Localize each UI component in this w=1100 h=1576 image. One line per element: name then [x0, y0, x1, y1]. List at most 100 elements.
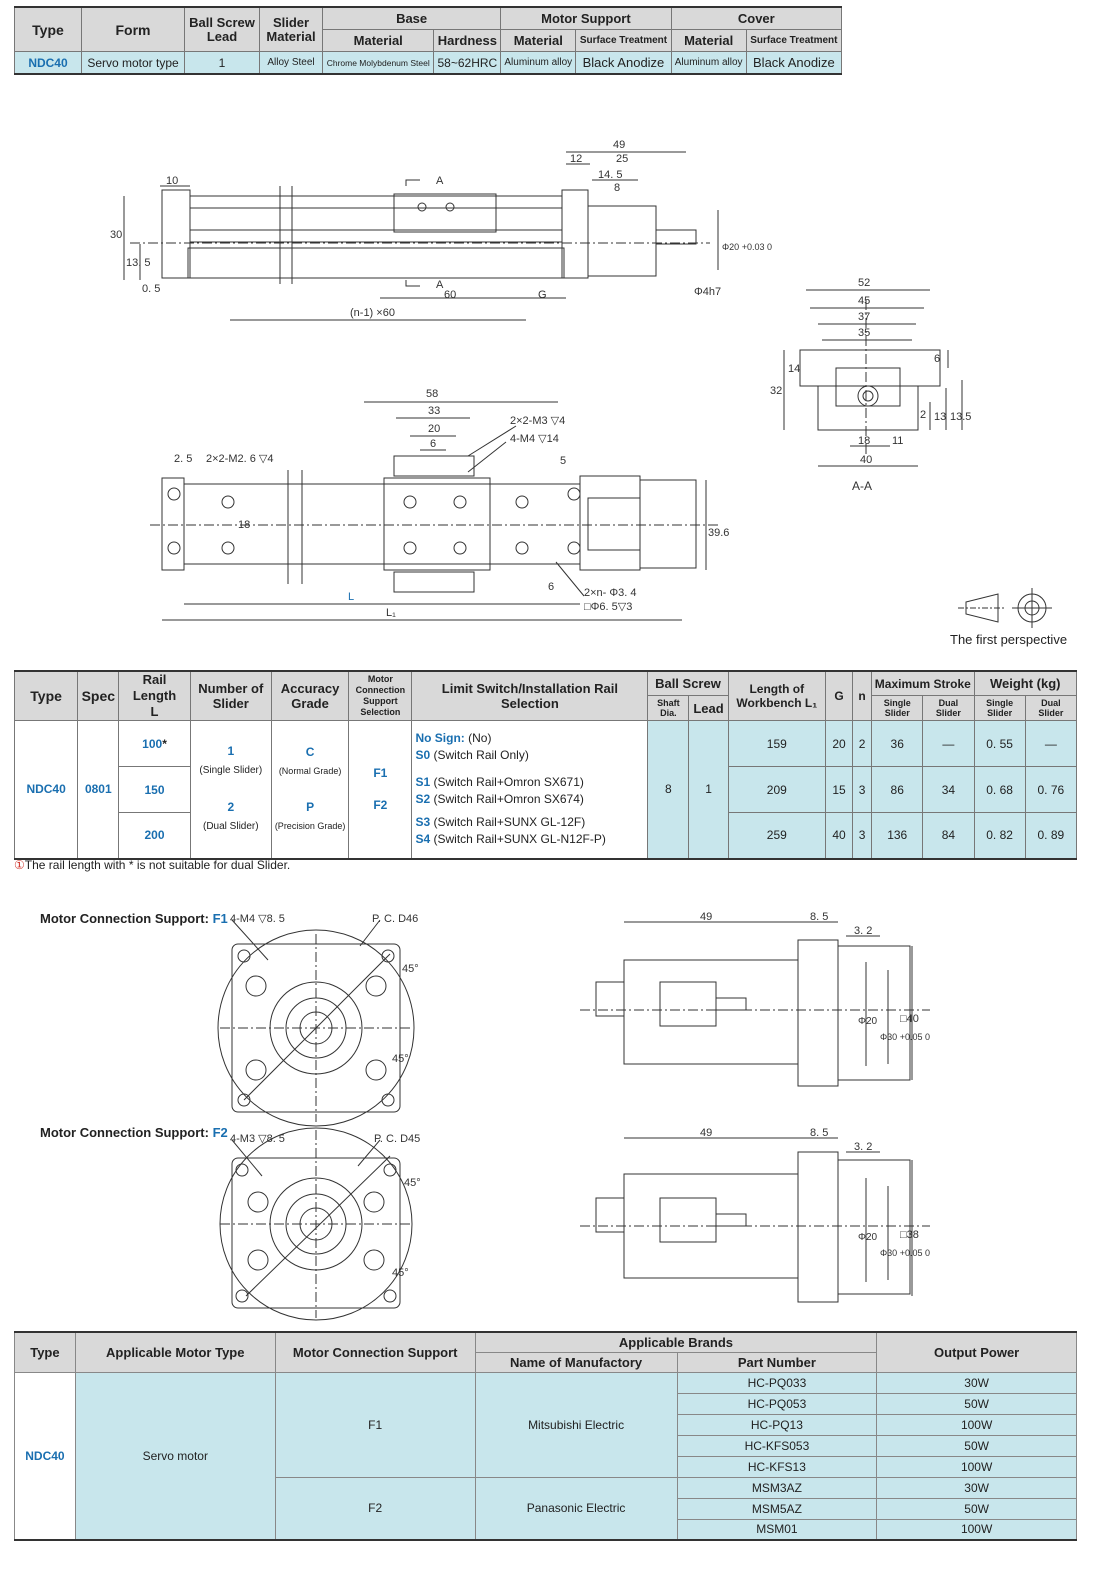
weight-dual-value: 0. 76 [1024, 766, 1078, 813]
brand-conn-f2: F2 [274, 1476, 476, 1541]
dim-2x2-m3: 2×2-M3 ▽4 [510, 415, 565, 427]
limit-opt-desc: (No) [468, 731, 492, 746]
limit-opt-code: S4 [415, 832, 431, 847]
f2-label: Motor Connection Support: F2 [40, 1124, 228, 1141]
dim-phi4h7: Φ4h7 [694, 286, 721, 298]
dim-6: 6 [430, 438, 436, 450]
section-caption: A-A [852, 479, 872, 493]
limit-opt-code: S0 [415, 748, 431, 763]
f2-front-view [219, 1127, 413, 1321]
slider-opt-2-code: 2 [227, 800, 235, 815]
th2-limit: Limit Switch/Installation Rail Selection [411, 670, 649, 721]
first-perspective-symbol [958, 588, 1052, 628]
f2-dim-45b: 45° [392, 1267, 409, 1279]
output-power: 100W [876, 1455, 1077, 1478]
perspective-caption: The first perspective [950, 632, 1068, 647]
f1-dim-m4: 4-M4 ▽8. 5 [230, 913, 285, 925]
dim-52: 52 [858, 277, 870, 289]
th2-ball-screw: Ball Screw [647, 670, 729, 697]
l1-value: 259 [727, 812, 826, 859]
dim-13-5: 13. 5 [126, 257, 150, 269]
limit-options: No Sign: (No) S0 (Switch Rail Only) S1 (… [411, 720, 649, 859]
dim-8: 8 [614, 182, 620, 194]
accuracy-options: C (Normal Grade) P (Precision Grade) [270, 720, 350, 859]
f2-dim-pcd: P. C. D45 [374, 1133, 420, 1145]
th2-lead: Lead [688, 695, 729, 721]
output-power: 30W [876, 1476, 1077, 1499]
part-number: MSM01 [676, 1518, 878, 1541]
n-value: 2 [852, 720, 873, 767]
dim-20: 20 [428, 423, 440, 435]
f2-dim-3-2: 3. 2 [854, 1141, 872, 1153]
f1-dim-pcd: P. C. D46 [372, 913, 418, 925]
f1-dim-45b: 45° [392, 1053, 409, 1065]
footnote-text: The rail length with * is not suitable f… [24, 858, 291, 872]
dim-0-5: 0. 5 [142, 283, 160, 295]
dim-18-sec: 18 [858, 435, 870, 447]
th-base-hardness: Hardness [433, 29, 502, 52]
dim-2-5: 2. 5 [174, 453, 192, 465]
limit-opt-desc: (Switch Rail+Omron SX671) [433, 775, 584, 790]
dim-4-m4: 4-M4 ▽14 [510, 433, 559, 445]
model-spec: 0801 [77, 720, 120, 859]
section-mark-a-top: A [436, 175, 444, 187]
f2-dim-sq38: □38 [900, 1229, 919, 1241]
cover-material-value: Aluminum alloy [670, 51, 747, 75]
rail-length-200: 200 [118, 812, 191, 859]
brand-maker-mitsubishi: Mitsubishi Electric [474, 1371, 678, 1478]
th2-num-slider: Number of Slider [189, 670, 272, 721]
th-motor-support: Motor Support [500, 6, 672, 30]
dim-58: 58 [426, 388, 438, 400]
th2-length-wb: Length of Workbench L₁ [727, 670, 826, 721]
output-power: 100W [876, 1518, 1077, 1541]
f1-dim-49: 49 [700, 911, 712, 923]
footnote-mark: ① [14, 858, 25, 872]
brand-motor-type: Servo motor [74, 1371, 276, 1541]
limit-opt-desc: (Switch Rail Only) [433, 748, 529, 763]
type-value: NDC40 [14, 51, 82, 75]
g-value: 15 [824, 766, 854, 813]
th-base-material: Material [321, 29, 435, 52]
technical-drawings-top: 49 12 25 14. 5 8 10 30 13. 5 0. 5 60 (n-… [110, 139, 1052, 628]
l1-value: 159 [727, 720, 826, 767]
part-number: MSM5AZ [676, 1497, 878, 1520]
f1-label-text: Motor Connection Support: [40, 911, 209, 926]
part-number: HC-PQ053 [676, 1392, 878, 1415]
dim-60: 60 [444, 289, 456, 301]
plan-view-drawing [150, 401, 720, 621]
f1-label-code: F1 [212, 911, 228, 926]
section-a-a-drawing [783, 289, 963, 467]
weight-single-value: 0. 68 [973, 766, 1026, 813]
th-cover-material: Material [670, 29, 747, 52]
g-value: 40 [824, 812, 854, 859]
dim-11: 11 [892, 435, 903, 447]
spec-table: Type Form Ball Screw Lead Slider Materia… [14, 6, 843, 75]
f1-dim-8-5: 8. 5 [810, 911, 828, 923]
f1-dim-sq40: □40 [900, 1013, 919, 1025]
accuracy-opt-c-desc: (Normal Grade) [278, 766, 342, 777]
th3-manufacturer: Name of Manufactory [474, 1351, 678, 1373]
dim-40-sec: 40 [860, 454, 872, 466]
limit-opt-code: No Sign: [415, 731, 465, 746]
limit-opt-desc: (Switch Rail+SUNX GL-N12F-P) [433, 832, 606, 847]
output-power: 50W [876, 1392, 1077, 1415]
rail-mark: * [162, 736, 167, 751]
limit-opt-code: S1 [415, 775, 431, 790]
accuracy-opt-c-code: C [305, 745, 315, 760]
dim-32: 32 [770, 385, 782, 397]
f1-dim-phi20: Φ20 [858, 1016, 878, 1027]
rail-length-100: 100* [118, 720, 191, 767]
dim-39-6: 39.6 [708, 527, 729, 539]
limit-opt-desc: (Switch Rail+SUNX GL-12F) [433, 815, 586, 830]
limit-opt-code: S3 [415, 815, 431, 830]
n-value: 3 [852, 812, 873, 859]
th-ms-material: Material [500, 29, 577, 52]
th2-rail-length-sym: L [150, 704, 159, 719]
th3-brands: Applicable Brands [474, 1331, 878, 1353]
motor-conn-options: F1 F2 [348, 720, 413, 859]
th3-power: Output Power [876, 1331, 1077, 1373]
dim-2: 2 [920, 409, 926, 421]
brand-type: NDC40 [14, 1371, 76, 1541]
